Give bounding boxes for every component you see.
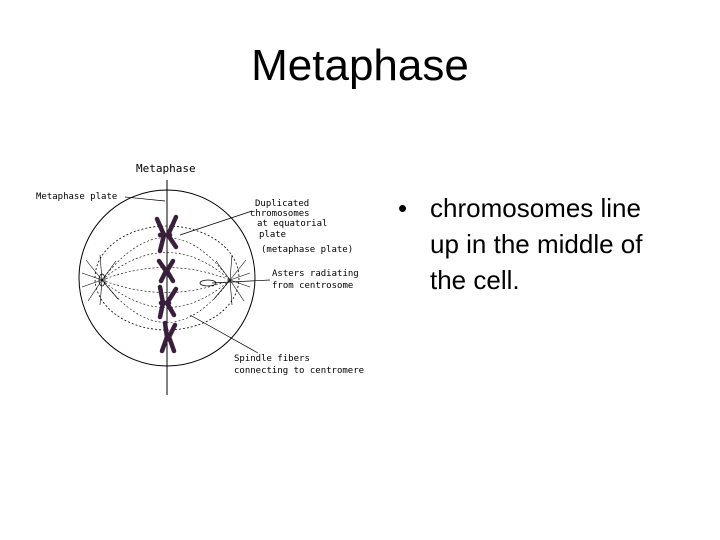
chromosome-1	[154, 214, 179, 254]
metaphase-diagram: Metaphase	[36, 162, 364, 395]
bullet-line-2: up in the middle of	[430, 229, 643, 259]
label-duplicated-4: plate	[259, 230, 286, 240]
bullet-list: • chromosomes line up in the middle of t…	[398, 190, 713, 298]
centrosome-left	[98, 273, 106, 287]
label-spindle-1: Spindle fibers	[234, 354, 310, 364]
label-spindle-2: connecting to centromere	[234, 366, 364, 376]
bullet-item: • chromosomes line up in the middle of t…	[398, 190, 713, 298]
bullet-line-1: chromosomes line	[430, 193, 641, 223]
label-asters-1: Asters radiating	[272, 269, 359, 279]
label-duplicated-3: at equatorial	[257, 219, 327, 229]
label-metaphase-plate-paren: (metaphase plate)	[261, 245, 353, 255]
aster-right	[213, 254, 251, 306]
aster-left	[81, 254, 119, 306]
label-metaphase-plate: Metaphase plate	[36, 192, 117, 202]
leader-lines	[124, 196, 271, 354]
label-duplicated-1: Duplicated	[255, 199, 309, 209]
label-asters-2: from centrosome	[272, 281, 353, 291]
slide-title: Metaphase	[251, 41, 469, 90]
spindle-fibers	[101, 237, 231, 323]
label-duplicated-2: chromosomes	[250, 209, 310, 219]
chromosome-2	[156, 258, 176, 284]
chromosome-4	[159, 320, 178, 354]
bullet-line-3: the cell.	[430, 265, 520, 295]
chromosomes	[154, 214, 179, 354]
bullet-marker: •	[398, 193, 408, 223]
chromosome-3	[157, 284, 179, 320]
diagram-heading: Metaphase	[136, 162, 196, 175]
